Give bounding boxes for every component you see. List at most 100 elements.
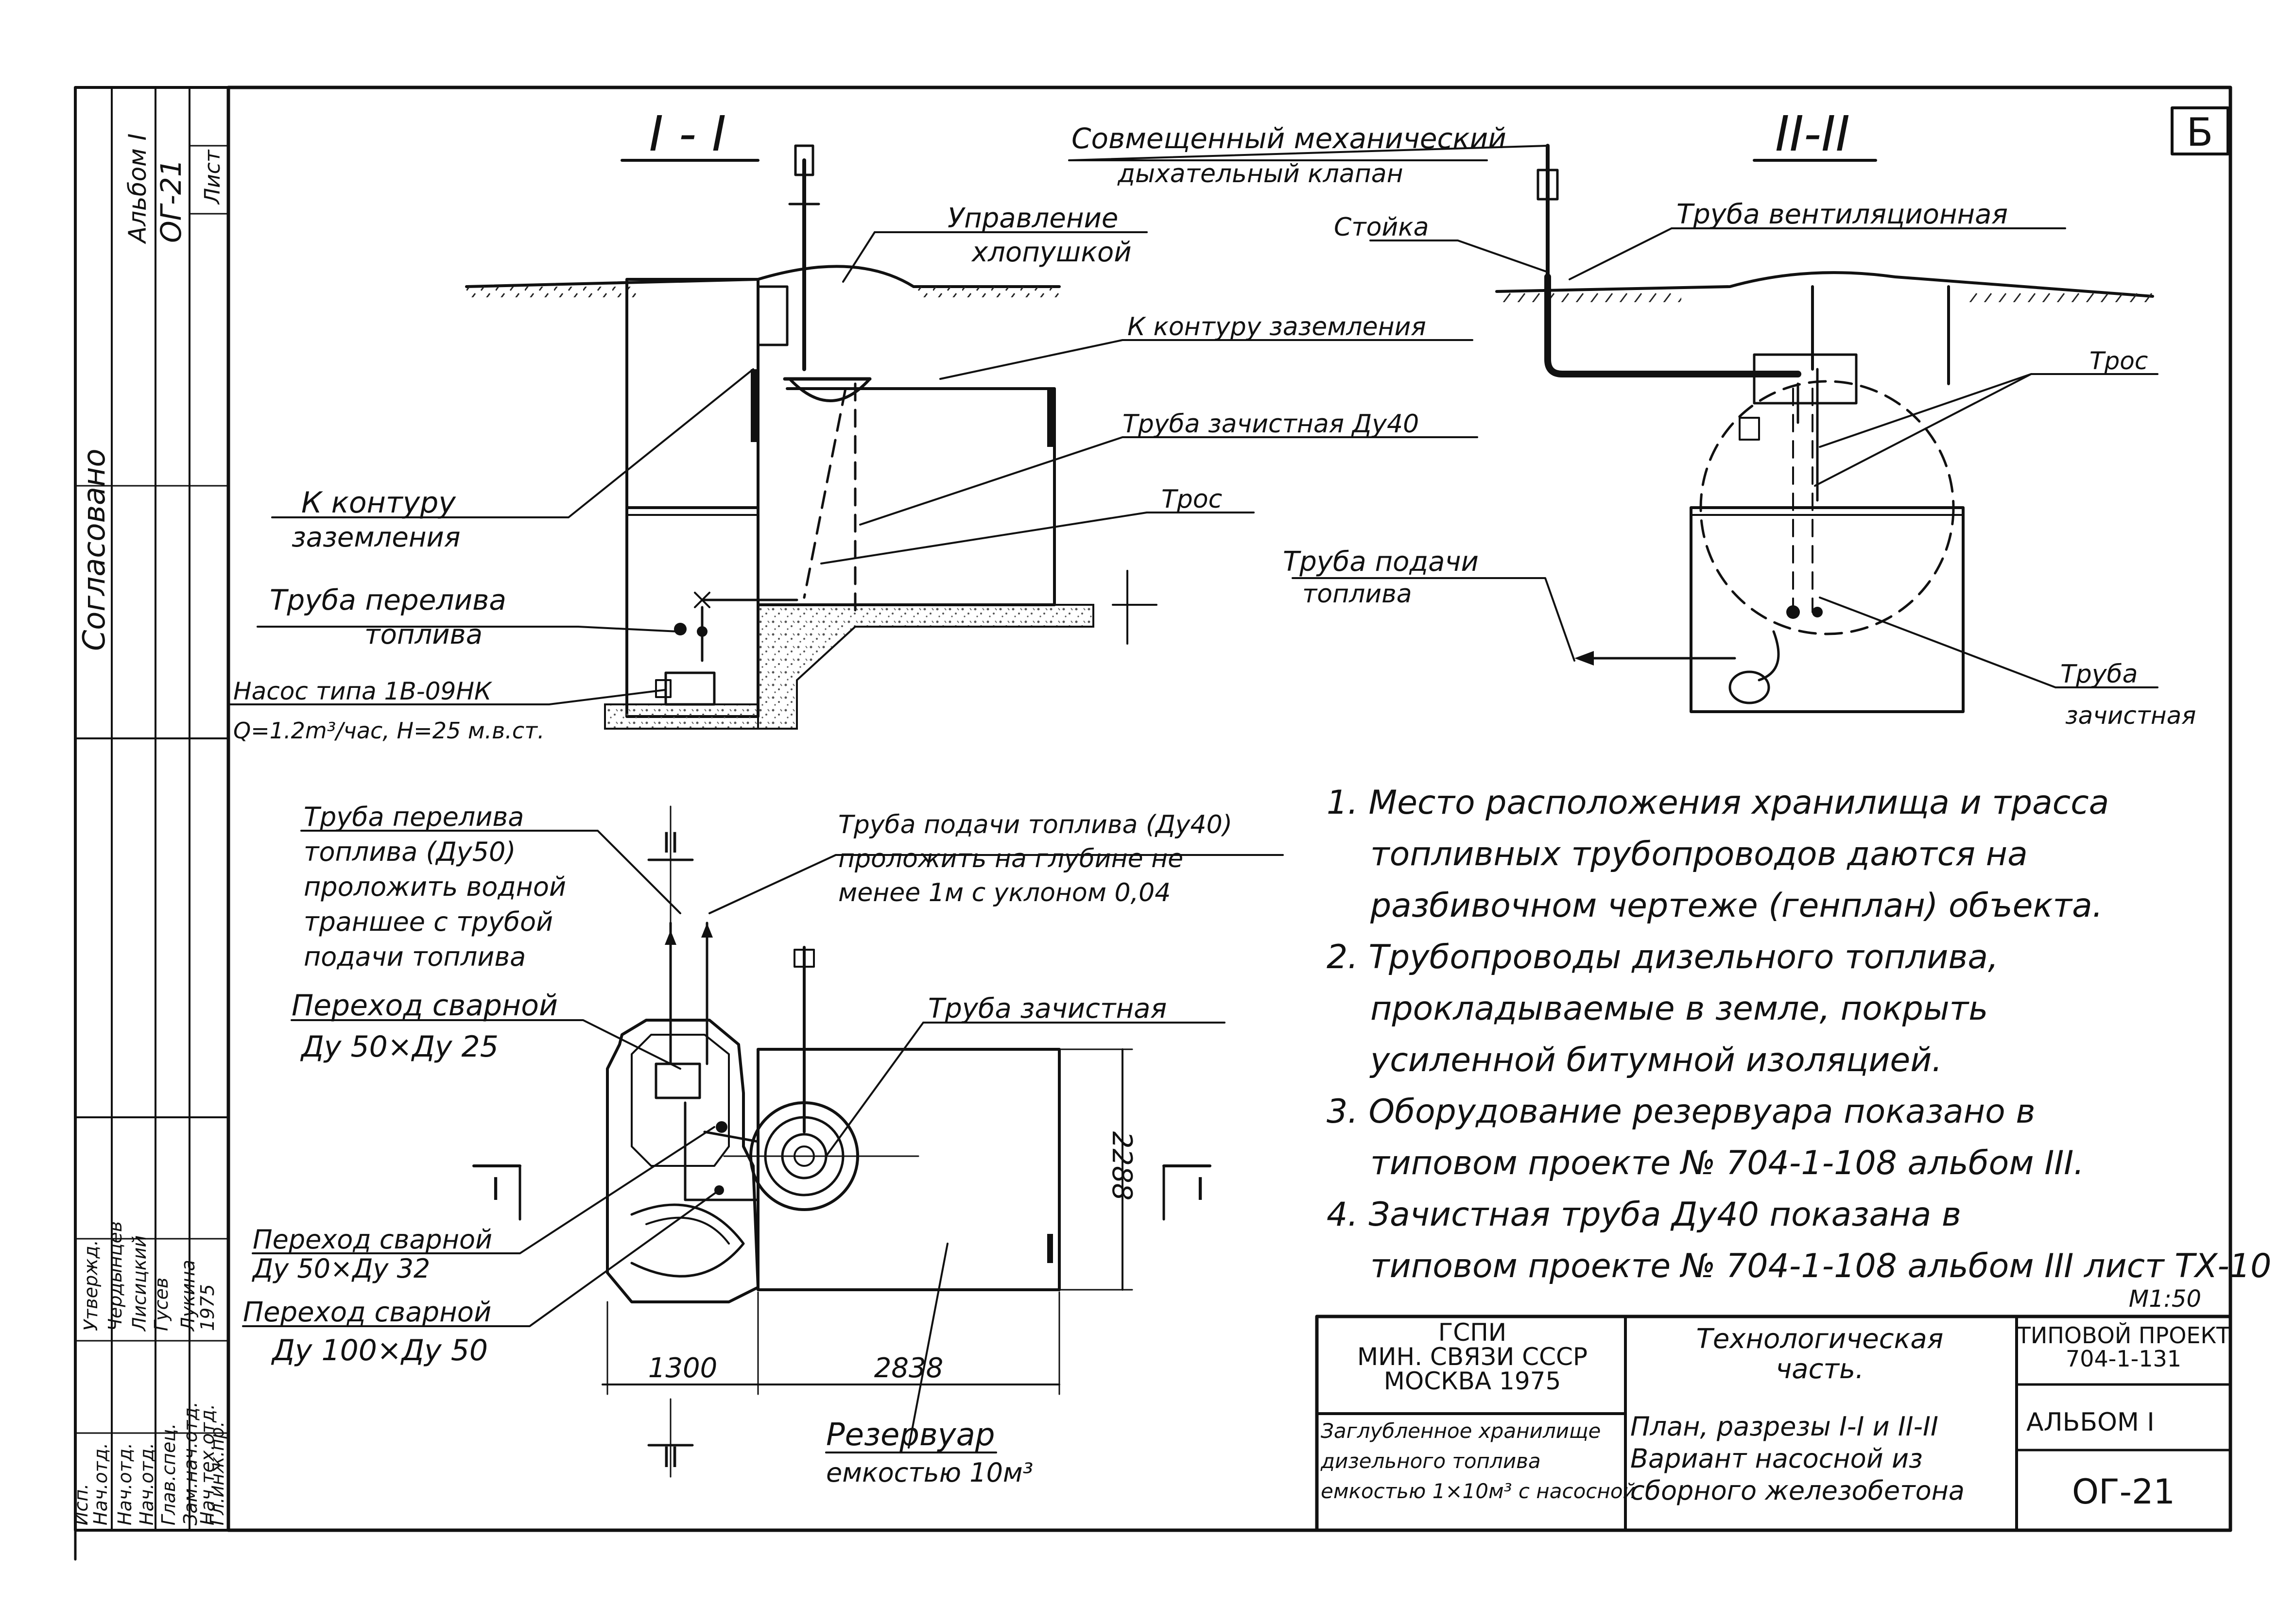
tb-part-line-1: часть. (1776, 1353, 1864, 1385)
label-vent-pipe: Труба вентиляционная (1676, 199, 2008, 230)
note-line-8: 4. Зачистная труба Ду40 показана в (1327, 1196, 1961, 1234)
mark-I-right: I (1196, 1172, 1205, 1208)
tb-sheet-title-line-0: План, разрезы I-I и II-II (1630, 1411, 1938, 1442)
label-reservoir-2: емкостью 10м³ (826, 1457, 1033, 1488)
label-flap-control-2: хлопушкой (971, 237, 1132, 268)
section-I: I - I (227, 105, 1478, 744)
supply-line-0: Труба подачи топлива (Ду40) (838, 810, 1232, 839)
margin-stamp: Согласовано Альбом I ОГ-21 Лист Исп.Нач.… (70, 86, 229, 1531)
overflow-line-0: Труба перелива (304, 802, 524, 832)
tb-object-line-1: дизельного топлива (1320, 1449, 1541, 1473)
overflow-line-4: подачи топлива (304, 941, 526, 972)
label-cleaning-1: Труба (2060, 660, 2138, 689)
note-line-2: разбивочном чертеже (генплан) объекта. (1370, 887, 2103, 925)
tb-project-line-1: 704-1-131 (2066, 1346, 2181, 1372)
label-to-ground-1: К контуру (301, 486, 456, 520)
label-cable-II: Трос (2089, 347, 2148, 375)
mark-I-left: I (491, 1172, 501, 1208)
sheet-marker-letter: Б (2187, 110, 2213, 155)
tb-part-line-0: Технологическая (1696, 1323, 1944, 1355)
note-line-1: топливных трубопроводов даются на (1370, 835, 2028, 873)
tb-object-line-2: емкостью 1×10м³ с насосной (1321, 1479, 1636, 1503)
note-line-6: 3. Оборудование резервуара показано в (1327, 1093, 2035, 1131)
margin-sheet: Лист (200, 149, 225, 205)
label-stand: Стойка (1334, 213, 1429, 242)
label-cleaning-pipe-I: Труба зачистная Ду40 (1122, 410, 1419, 439)
label-transition-3a: Переход сварной (243, 1297, 491, 1328)
section-I-title: I - I (649, 105, 726, 162)
note-line-5: усиленной битумной изоляцией. (1369, 1041, 1942, 1079)
section-II: II-II Совмещенный механиче (1068, 105, 2196, 730)
label-breather-2: дыхательный клапан (1117, 159, 1403, 188)
note-line-4: прокладываемые в земле, покрыть (1370, 990, 1988, 1028)
tb-album: АЛЬБОМ I (2026, 1408, 2155, 1437)
overflow-line-2: проложить водной (304, 871, 566, 902)
margin-row-label-6: Нач.тех.отд. (197, 1404, 218, 1525)
section-II-title: II-II (1775, 105, 1850, 162)
margin-name-0: Утвержд. (80, 1240, 102, 1331)
tb-sheet-no: ОГ-21 (2072, 1472, 2175, 1512)
margin-agreed: Согласовано (76, 449, 112, 651)
dim-1300: 1300 (648, 1352, 718, 1384)
margin-name-5: 1975 (197, 1284, 218, 1331)
label-breather-1: Совмещенный механический (1071, 122, 1506, 155)
label-transition-2b: Ду 50×Ду 32 (252, 1253, 430, 1284)
sheet-marker: Б (2171, 106, 2229, 155)
margin-row-label-4: Глав.спец. (158, 1423, 179, 1525)
margin-row-label-1: Нач.отд. (90, 1443, 111, 1525)
note-line-0: 1. Место расположения хранилища и трасса (1327, 784, 2109, 822)
label-supply-1: Труба подачи (1283, 546, 1479, 578)
overflow-line-1: топлива (Ду50) (304, 837, 516, 867)
plan-view: II II I I (242, 802, 1284, 1488)
margin-name-4: Лукина (177, 1260, 199, 1332)
label-to-ground-top: К контуру заземления (1127, 312, 1426, 342)
margin-row-label-7: Гл.инж.пр. (207, 1421, 228, 1525)
label-overflow-block: Труба перелива топлива (Ду50) проложить во… (304, 802, 566, 972)
tb-org-line-0: ГСПИ (1438, 1318, 1506, 1347)
supply-line-1: проложить на глубине не (838, 844, 1183, 873)
label-cleaning-2: зачистная (2065, 701, 2196, 730)
dim-2288: 2288 (1106, 1131, 1138, 1201)
tb-org-line-1: МИН. СВЯЗИ СССР (1357, 1343, 1588, 1371)
label-pump-1: Насос типа 1В-09НК (233, 677, 493, 705)
label-transition-1a: Переход сварной (292, 989, 558, 1023)
label-flap-control-1: Управление (948, 203, 1118, 234)
label-transition-3b: Ду 100×Ду 50 (271, 1333, 488, 1367)
overflow-line-3: траншее с трубой (304, 906, 553, 937)
label-overflow-1: Труба перелива (270, 583, 506, 616)
margin-name-3: Гусев (151, 1278, 172, 1331)
label-pump-2: Q=1.2m³/час, H=25 м.в.ст. (233, 718, 545, 744)
margin-row-label-0: Исп. (70, 1484, 92, 1525)
tb-project-line-0: ТИПОВОЙ ПРОЕКТ (2017, 1322, 2230, 1349)
margin-code: ОГ-21 (155, 159, 188, 243)
notes-block: 1. Место расположения хранилища и трасса… (1327, 784, 2271, 1285)
sheet-frame (74, 85, 2232, 1561)
margin-name-2: Лисицкий (129, 1235, 150, 1332)
label-overflow-2: топлива (364, 619, 483, 650)
margin-name-1: Чердынцев (104, 1221, 126, 1331)
supply-line-2: менее 1м с уклоном 0,04 (838, 878, 1171, 907)
label-transition-2a: Переход сварной (253, 1224, 492, 1255)
label-supply-2: топлива (1302, 580, 1412, 609)
note-line-7: типовом проекте № 704-1-108 альбом III. (1370, 1144, 2084, 1182)
label-to-ground-2: заземления (292, 522, 461, 553)
tb-sheet-title-line-2: сборного железобетона (1630, 1475, 1965, 1506)
label-reservoir-1: Резервуар (826, 1417, 995, 1453)
tb-sheet-title-line-1: Вариант насосной из (1630, 1443, 1923, 1474)
margin-rows-col: Исп.Нач.отд.Нач.отд.Нач.отд.Глав.спец.За… (70, 1221, 228, 1525)
note-line-9: типовом проекте № 704-1-108 альбом III л… (1370, 1247, 2271, 1285)
label-transition-1b: Ду 50×Ду 25 (300, 1030, 499, 1064)
scale-label: М1:50 (2129, 1285, 2201, 1313)
label-cleaning-plan: Труба зачистная (928, 993, 1167, 1025)
label-cable-I: Трос (1161, 485, 1222, 514)
note-line-3: 2. Трубопроводы дизельного топлива, (1327, 938, 1999, 976)
margin-row-label-5: Зам.нач.отд. (180, 1401, 201, 1525)
label-supply-block: Труба подачи топлива (Ду40) проложить на … (838, 810, 1232, 907)
margin-row-label-2: Нач.отд. (114, 1443, 136, 1525)
